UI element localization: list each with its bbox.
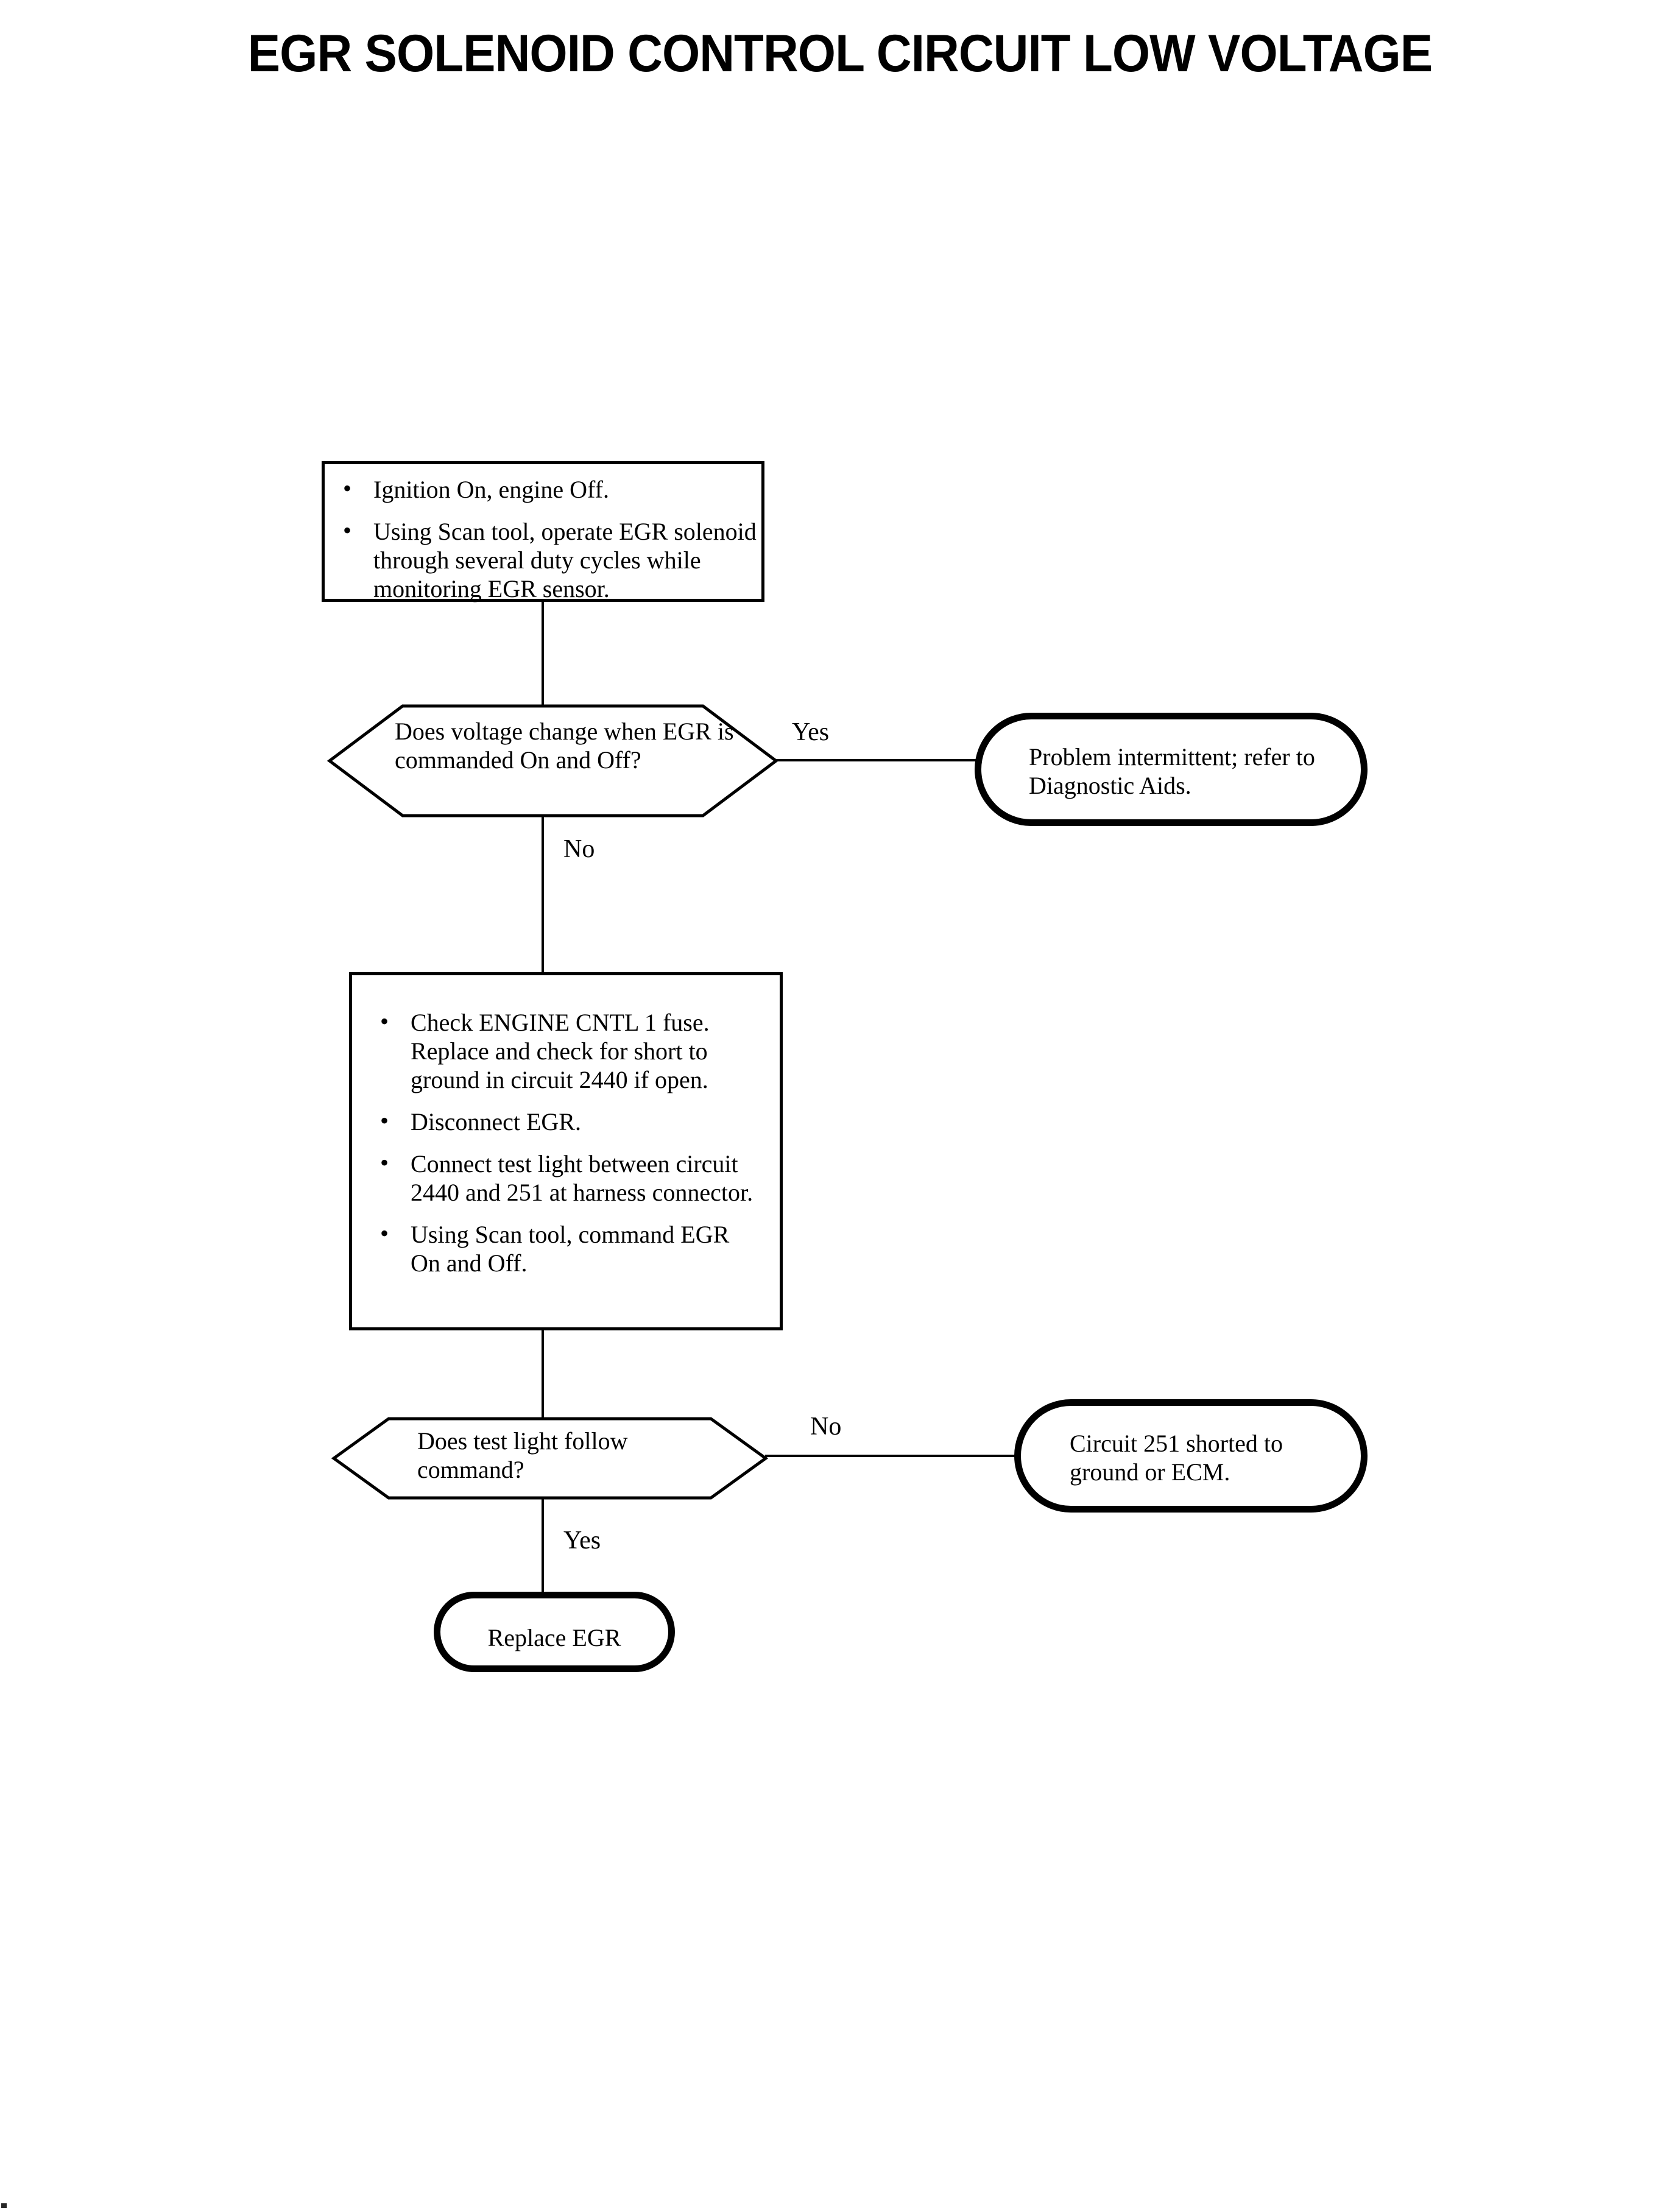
edge-label-decision2-yes: Yes bbox=[563, 1527, 601, 1555]
terminator-2-label: Circuit 251 shorted to ground or ECM. bbox=[1070, 1430, 1283, 1486]
edge-label-decision1-yes: Yes bbox=[792, 718, 830, 746]
terminator-1-label: Problem intermittent; refer to Diagnosti… bbox=[1029, 743, 1315, 799]
decision-voltage-change: Does voltage change when EGR is commande… bbox=[326, 704, 779, 818]
edge-label-decision1-no: No bbox=[563, 835, 595, 863]
connector-decision2-no bbox=[765, 1455, 1017, 1457]
decision-2-label: Does test light follow command? bbox=[417, 1427, 628, 1483]
list-item: Using Scan tool, command EGR On and Off. bbox=[375, 1219, 765, 1277]
process-box-1-content: Ignition On, engine Off. Using Scan tool… bbox=[338, 474, 758, 603]
terminator-circuit-251-shorted: Circuit 251 shorted to ground or ECM. bbox=[1014, 1399, 1368, 1513]
bullet-list: Ignition On, engine Off. Using Scan tool… bbox=[338, 474, 758, 603]
process-box-fuse-and-test-light: Check ENGINE CNTL 1 fuse. Replace and ch… bbox=[349, 972, 783, 1330]
hexagon-outline-icon bbox=[331, 1417, 769, 1500]
connector-process1-to-decision1 bbox=[542, 601, 544, 705]
connector-decision1-yes bbox=[775, 759, 977, 761]
connector-decision1-no bbox=[542, 816, 544, 973]
terminator-replace-egr: Replace EGR bbox=[434, 1592, 675, 1672]
process-box-initial-checks: Ignition On, engine Off. Using Scan tool… bbox=[322, 461, 764, 602]
terminator-problem-intermittent: Problem intermittent; refer to Diagnosti… bbox=[975, 713, 1368, 826]
bullet-text: Using Scan tool, operate EGR solenoid th… bbox=[373, 518, 757, 602]
list-item: Ignition On, engine Off. bbox=[338, 474, 758, 504]
list-item: Connect test light between circuit 2440 … bbox=[375, 1148, 765, 1207]
decision-test-light-follow: Does test light follow command? bbox=[331, 1416, 769, 1500]
connector-decision2-yes bbox=[542, 1499, 544, 1595]
bullet-text: Using Scan tool, command EGR On and Off. bbox=[411, 1221, 730, 1277]
edge-label-decision2-no: No bbox=[810, 1413, 842, 1441]
decision-1-label: Does voltage change when EGR is commande… bbox=[395, 718, 734, 774]
list-item: Check ENGINE CNTL 1 fuse. Replace and ch… bbox=[375, 1007, 765, 1094]
bullet-text: Check ENGINE CNTL 1 fuse. Replace and ch… bbox=[411, 1009, 710, 1093]
bullet-text: Disconnect EGR. bbox=[411, 1108, 581, 1135]
terminator-3-label: Replace EGR bbox=[487, 1624, 621, 1651]
process-box-2-content: Check ENGINE CNTL 1 fuse. Replace and ch… bbox=[375, 1007, 765, 1277]
scan-artifact-mark bbox=[1, 2203, 7, 2208]
bullet-text: Connect test light between circuit 2440 … bbox=[411, 1150, 754, 1206]
page-title: EGR SOLENOID CONTROL CIRCUIT LOW VOLTAGE bbox=[247, 24, 1433, 83]
bullet-list: Check ENGINE CNTL 1 fuse. Replace and ch… bbox=[375, 1007, 765, 1277]
bullet-text: Ignition On, engine Off. bbox=[373, 476, 609, 503]
list-item: Using Scan tool, operate EGR solenoid th… bbox=[338, 516, 758, 603]
connector-process2-to-decision2 bbox=[542, 1329, 544, 1419]
list-item: Disconnect EGR. bbox=[375, 1106, 765, 1136]
